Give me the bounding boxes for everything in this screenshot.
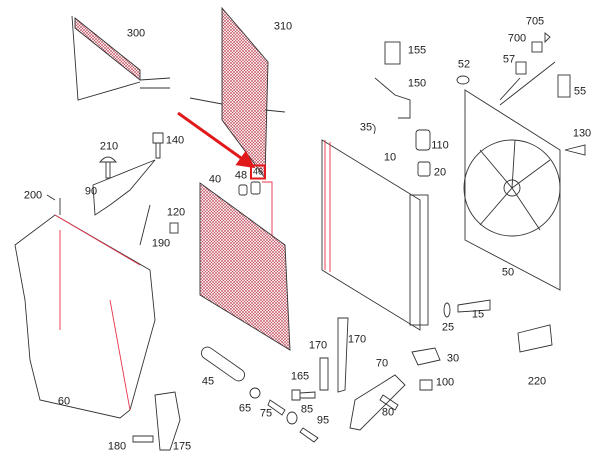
- strut-190-part: [139, 204, 151, 246]
- label-35[interactable]: 35: [359, 121, 373, 134]
- condenser-40-part: [199, 182, 291, 351]
- label-10[interactable]: 10: [383, 151, 397, 164]
- label-705[interactable]: 705: [525, 15, 545, 28]
- label-55[interactable]: 55: [573, 85, 587, 98]
- label-20[interactable]: 20: [433, 166, 447, 179]
- label-50[interactable]: 50: [501, 266, 515, 279]
- label-120[interactable]: 120: [166, 206, 186, 219]
- cap-110-part: [415, 129, 431, 151]
- label-210[interactable]: 210: [99, 140, 119, 153]
- label-46-highlighted[interactable]: 46: [249, 164, 267, 180]
- label-140[interactable]: 140: [165, 134, 185, 147]
- clip-35-part: [371, 123, 376, 135]
- hose-15-part: [457, 299, 491, 313]
- label-175[interactable]: 175: [172, 440, 192, 453]
- label-85[interactable]: 85: [300, 403, 314, 416]
- clip-705-part: [544, 32, 551, 44]
- label-190[interactable]: 190: [151, 237, 171, 250]
- pointer-arrow: [177, 111, 256, 169]
- bolt-165-part: [291, 389, 316, 401]
- label-300[interactable]: 300: [126, 27, 146, 40]
- label-60[interactable]: 60: [57, 395, 71, 408]
- mount-30-part: [411, 347, 441, 366]
- label-52[interactable]: 52: [457, 58, 471, 71]
- bushing-46-part: [250, 181, 261, 195]
- label-700[interactable]: 700: [507, 32, 527, 45]
- label-170-right[interactable]: 170: [347, 333, 367, 346]
- bracket-220-part: [517, 324, 553, 353]
- label-200[interactable]: 200: [23, 189, 43, 202]
- label-70[interactable]: 70: [375, 357, 389, 370]
- clip-57-part: [515, 61, 527, 75]
- seal-25-part: [443, 302, 451, 318]
- radiator-part: [321, 139, 421, 331]
- sensor-150-part: [374, 77, 411, 119]
- fan-shroud-part: [464, 89, 561, 291]
- label-30[interactable]: 30: [446, 352, 460, 365]
- air-duct-frame-part: [14, 214, 156, 419]
- bolt-140-part: [152, 132, 164, 159]
- condenser-310-part: [221, 6, 269, 180]
- label-100[interactable]: 100: [435, 376, 455, 389]
- label-45[interactable]: 45: [201, 375, 215, 388]
- bracket-70-part: [349, 374, 406, 431]
- screw-120-part: [169, 222, 179, 234]
- label-165[interactable]: 165: [290, 370, 310, 383]
- connector-55-part: [557, 74, 571, 98]
- cap-65-part: [249, 387, 261, 399]
- label-95[interactable]: 95: [316, 414, 330, 427]
- bolt-80-part: [379, 394, 399, 411]
- bracket-170a-part: [319, 357, 329, 391]
- label-25[interactable]: 25: [441, 321, 455, 334]
- bracket-90-part: [92, 159, 156, 216]
- label-90[interactable]: 90: [84, 185, 98, 198]
- relay-155-part: [384, 41, 401, 65]
- label-220[interactable]: 220: [527, 375, 547, 388]
- label-57[interactable]: 57: [502, 53, 516, 66]
- bushing-100-part: [419, 379, 433, 391]
- label-75[interactable]: 75: [259, 407, 273, 420]
- bolt-130-part: [564, 144, 586, 156]
- label-150[interactable]: 150: [407, 77, 427, 90]
- cap-20-part: [417, 161, 431, 177]
- label-130[interactable]: 130: [572, 127, 592, 140]
- label-80[interactable]: 80: [381, 406, 395, 419]
- fan-part: [463, 139, 561, 237]
- bracket-175-part: [154, 391, 181, 451]
- bushing-48-part: [238, 184, 248, 196]
- bolt-180-part: [132, 435, 154, 443]
- bolt-95-part: [299, 427, 319, 443]
- label-40[interactable]: 40: [208, 173, 222, 186]
- clip-700-part: [531, 41, 543, 53]
- rivet-210-part: [99, 156, 117, 179]
- label-48[interactable]: 48: [234, 169, 248, 182]
- label-110[interactable]: 110: [431, 139, 449, 152]
- label-155[interactable]: 155: [407, 44, 427, 57]
- label-170-left[interactable]: 170: [308, 339, 328, 352]
- drier-part: [200, 346, 246, 382]
- label-180[interactable]: 180: [107, 440, 127, 453]
- label-310[interactable]: 310: [273, 20, 293, 33]
- clip-200-part: [46, 194, 61, 215]
- bracket-170b-part: [337, 317, 349, 393]
- bolt-75-part: [267, 399, 286, 416]
- washer-85-part: [286, 411, 298, 425]
- label-15[interactable]: 15: [471, 308, 485, 321]
- label-65[interactable]: 65: [238, 402, 252, 415]
- grommet-52-part: [456, 75, 470, 85]
